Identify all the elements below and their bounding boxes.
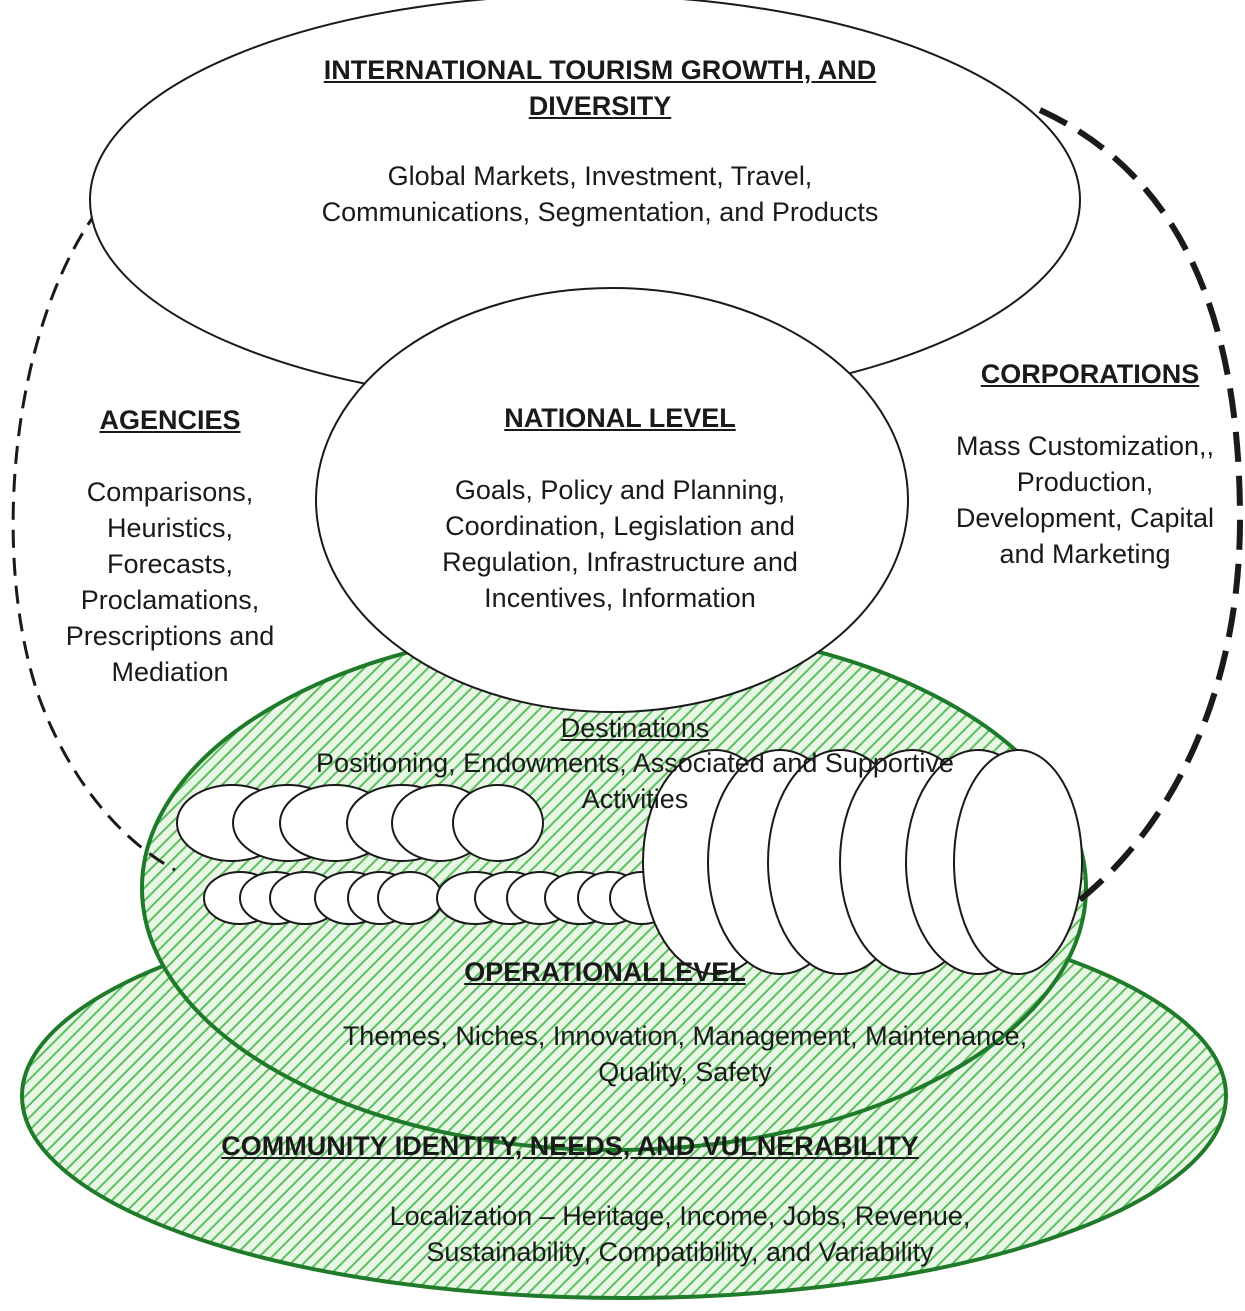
community-title: COMMUNITY IDENTITY, NEEDS, AND VULNERABI… xyxy=(221,1131,919,1161)
corporations-body-line: Mass Customization,, xyxy=(955,431,1215,461)
dashed-arc-left xyxy=(11,209,176,872)
community-body: Localization – Heritage, Income, Jobs, R… xyxy=(310,1198,1050,1270)
operational-body: Themes, Niches, Innovation, Management, … xyxy=(270,1018,1100,1090)
national-body-line: Coordination, Legislation and xyxy=(445,511,795,541)
agencies-body-line: Comparisons, xyxy=(86,477,254,507)
international-title-line: DIVERSITY xyxy=(528,91,672,121)
agencies-body-line: Forecasts, xyxy=(106,549,234,579)
international-body-line: Communications, Segmentation, and Produc… xyxy=(321,197,879,227)
national-body-line: Incentives, Information xyxy=(484,583,756,613)
dashed-arc-right xyxy=(1038,107,1244,918)
international-body-line: Global Markets, Investment, Travel, xyxy=(387,161,813,191)
destinations-body: Positioning, Endowments, Associated and … xyxy=(250,745,1020,817)
operational-body-line: Quality, Safety xyxy=(598,1057,772,1087)
corporations-body-line: and Marketing xyxy=(999,539,1171,569)
oval-cluster-bottom xyxy=(203,871,675,925)
national-title: NATIONAL LEVEL xyxy=(504,403,736,433)
oval-cluster-top xyxy=(176,784,544,862)
national-body-line: Goals, Policy and Planning, xyxy=(454,475,786,505)
national-ellipse xyxy=(315,287,909,713)
operational-title: OPERATIONALLEVEL xyxy=(464,957,746,987)
agencies-body-line: Prescriptions and xyxy=(65,621,275,651)
corporations-title: CORPORATIONS xyxy=(980,359,1200,389)
national-body: Goals, Policy and Planning, Coordination… xyxy=(390,472,850,616)
community-body-line: Sustainability, Compatibility, and Varia… xyxy=(426,1237,934,1267)
agencies-body-line: Proclamations, xyxy=(80,585,260,615)
corporations-body: Mass Customization,, Production, Develop… xyxy=(935,428,1235,572)
agencies-body: Comparisons, Heuristics, Forecasts, Proc… xyxy=(30,474,310,690)
international-body: Global Markets, Investment, Travel, Comm… xyxy=(220,158,980,230)
community-body-line: Localization – Heritage, Income, Jobs, R… xyxy=(389,1201,971,1231)
agencies-body-line: Heuristics, xyxy=(106,513,234,543)
international-title-line: INTERNATIONAL TOURISM GROWTH, AND xyxy=(323,55,877,85)
corporations-body-line: Development, Capital xyxy=(955,503,1215,533)
agencies-title: AGENCIES xyxy=(99,405,241,435)
destinations-body-line: Activities xyxy=(581,784,689,814)
national-body-line: Regulation, Infrastructure and xyxy=(442,547,798,577)
small-oval xyxy=(452,784,544,862)
large-oval xyxy=(953,749,1083,975)
destinations-body-line: Positioning, Endowments, Associated and … xyxy=(316,748,954,778)
destinations-title: Destinations xyxy=(560,713,710,743)
corporations-body-line: Production, xyxy=(1016,467,1154,497)
agencies-body-line: Mediation xyxy=(111,657,229,687)
international-title: INTERNATIONAL TOURISM GROWTH, AND DIVERS… xyxy=(220,52,980,124)
small-oval xyxy=(377,871,443,925)
operational-body-line: Themes, Niches, Innovation, Management, … xyxy=(342,1021,1028,1051)
oval-cluster-large xyxy=(642,749,1083,975)
